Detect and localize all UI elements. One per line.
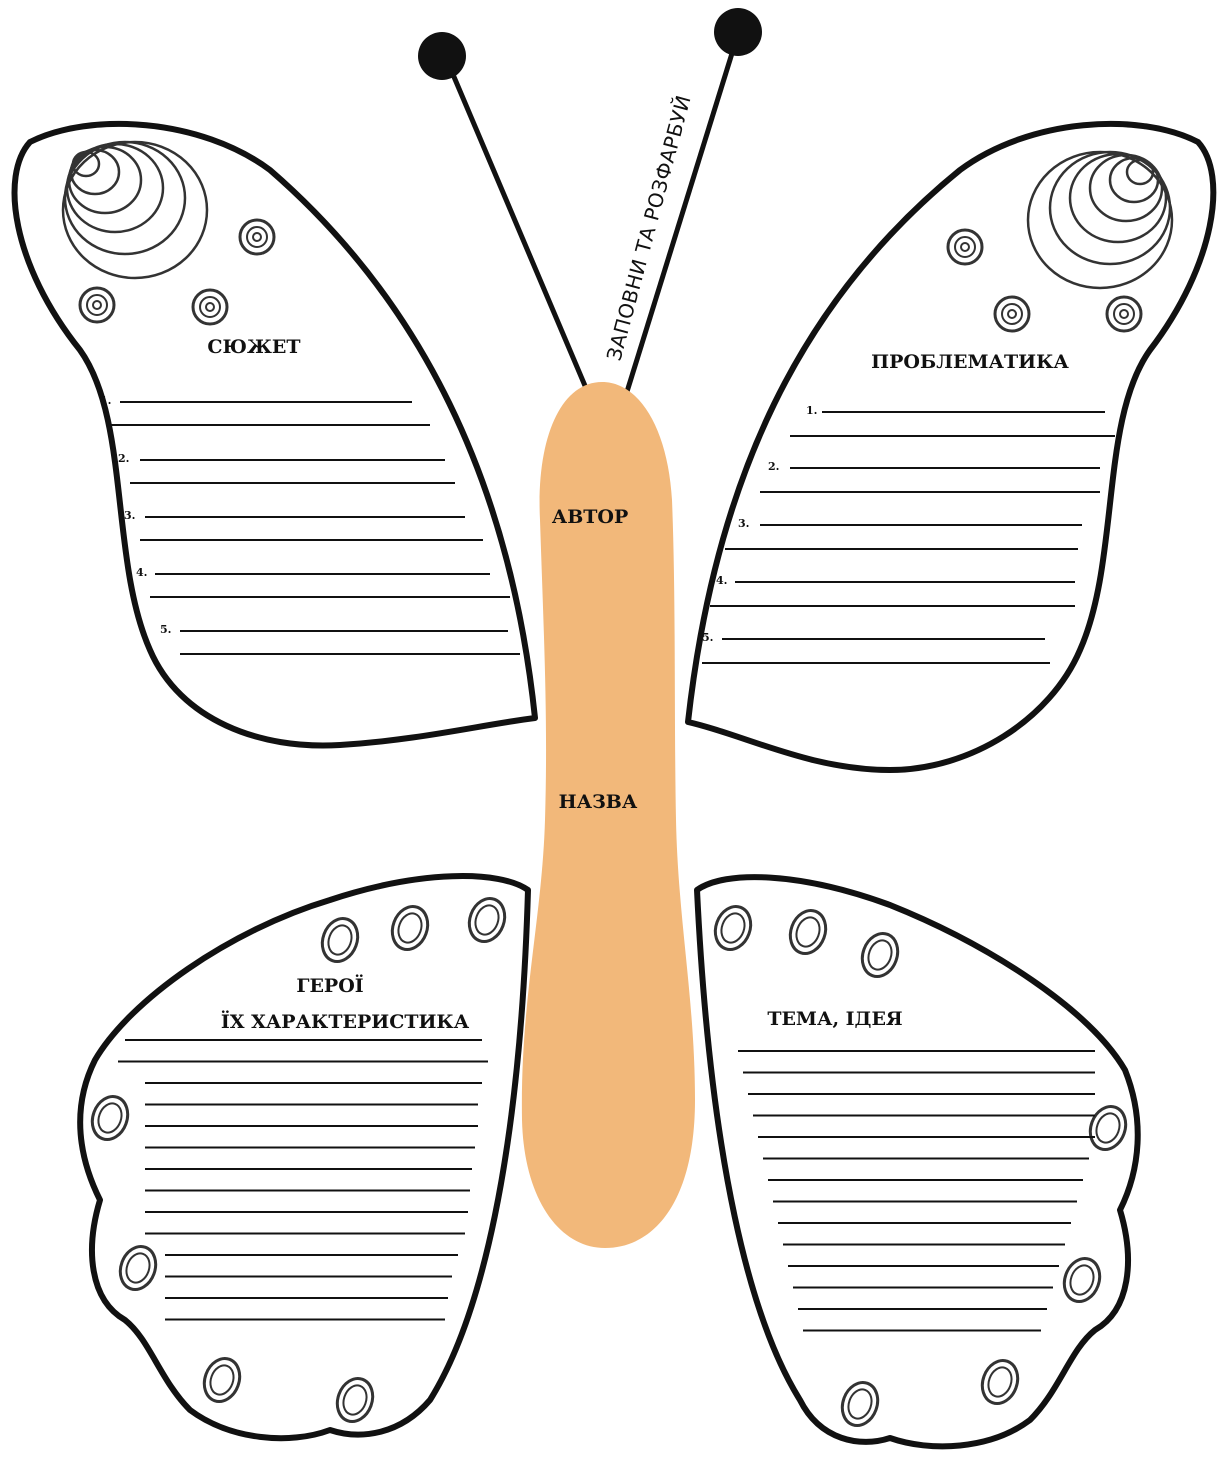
item-number: 4. (716, 574, 727, 587)
left-antenna (446, 58, 608, 440)
wing-bottom-right (697, 877, 1138, 1446)
item-number: 4. (136, 566, 147, 579)
body-label-title: НАЗВА (559, 791, 638, 813)
left-antenna-knob (418, 32, 466, 80)
item-number: 2. (118, 452, 129, 465)
wing-bottom-left (80, 876, 528, 1438)
wing-title-heroes-characteristics: ЇХ ХАРАКТЕРИСТИКА (221, 1010, 470, 1033)
item-number: 5. (702, 631, 713, 644)
item-number: 2. (768, 460, 779, 473)
item-number: 5. (160, 623, 171, 636)
item-number: 1. (806, 404, 817, 417)
right-antenna-knob (714, 8, 762, 56)
body-label-author: АВТОР (552, 506, 629, 528)
item-number: 3. (738, 517, 749, 530)
item-number: 3. (124, 509, 135, 522)
wing-title-plot: СЮЖЕТ (207, 336, 300, 358)
item-number: 1. (100, 394, 111, 407)
wing-title-problems: ПРОБЛЕМАТИКА (871, 351, 1069, 373)
antennae (418, 8, 762, 440)
wing-title-heroes: ГЕРОЇ (296, 974, 363, 997)
wing-top-left (15, 124, 535, 746)
wing-title-theme-idea: ТЕМА, ІДЕЯ (767, 1008, 902, 1030)
